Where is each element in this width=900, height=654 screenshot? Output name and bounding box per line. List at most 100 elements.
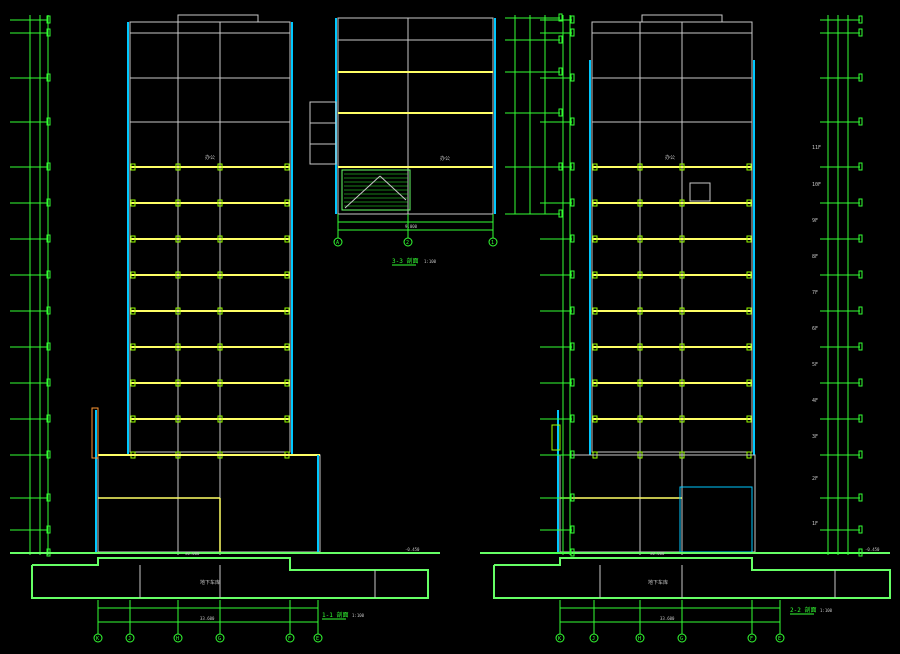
dim-mark — [570, 548, 575, 557]
tower-outline — [129, 21, 291, 453]
slab-node — [175, 199, 181, 207]
slab-node — [746, 163, 752, 171]
slab-node — [746, 379, 752, 387]
slab-node — [637, 343, 643, 351]
dim-mark — [858, 306, 863, 315]
dim-mark — [46, 270, 51, 279]
slab-node — [592, 307, 598, 315]
grid-bubble — [125, 633, 135, 643]
slab-node — [130, 235, 136, 243]
section-title: 1-1 剖面 — [322, 611, 348, 619]
ground-level: ±0.000 — [650, 551, 665, 556]
section-3-outline — [337, 17, 494, 215]
dim-mark — [570, 450, 575, 459]
slab-node — [284, 271, 290, 279]
dim-mark — [858, 162, 863, 171]
slab-node — [284, 235, 290, 243]
dim-mark — [46, 15, 51, 24]
slab-node — [679, 307, 685, 315]
slab-node — [284, 379, 290, 387]
slab-node — [217, 415, 223, 423]
slab-node — [679, 343, 685, 351]
center-elevation-ticks — [540, 15, 575, 557]
slab-node — [679, 163, 685, 171]
tower-outline — [591, 21, 753, 453]
outdoor-level: -0.450 — [865, 547, 880, 552]
slab-node — [217, 199, 223, 207]
basement-outline — [493, 557, 891, 599]
stair-run — [379, 175, 407, 201]
slab-node — [592, 235, 598, 243]
grid-label: K — [558, 636, 561, 642]
room-label: 办公 — [205, 154, 215, 161]
slab-node — [637, 415, 643, 423]
grid-label: E — [778, 636, 781, 642]
slab-node — [175, 235, 181, 243]
dim-mark — [558, 13, 563, 22]
dim-mark — [570, 342, 575, 351]
dim-mark — [46, 162, 51, 171]
dim-mark — [570, 306, 575, 315]
dim-mark — [558, 67, 563, 76]
slab-node — [175, 163, 181, 171]
dim-mark — [858, 342, 863, 351]
section-scale: 1:100 — [424, 259, 437, 264]
slab-node — [217, 163, 223, 171]
slab-node — [746, 307, 752, 315]
slab-node — [284, 343, 290, 351]
dim-mark — [46, 117, 51, 126]
slab-node — [130, 379, 136, 387]
grid-bubble — [589, 633, 599, 643]
grid-label: K — [96, 636, 99, 642]
slab-node — [175, 415, 181, 423]
dim-total: 9.000 — [405, 224, 418, 229]
grid-bubble — [775, 633, 785, 643]
dim-mark — [46, 198, 51, 207]
dim-mark — [570, 493, 575, 502]
dim-mark — [570, 414, 575, 423]
dim-mark — [570, 117, 575, 126]
grid-bubble — [635, 633, 645, 643]
slab-node — [175, 307, 181, 315]
dim-mark — [570, 234, 575, 243]
dim-mark — [570, 378, 575, 387]
roof-parapet — [641, 14, 723, 23]
slab-node — [217, 379, 223, 387]
floor-slabs — [130, 163, 290, 459]
dim-mark — [46, 28, 51, 37]
dim-mark — [858, 548, 863, 557]
grid-label: H — [176, 636, 179, 642]
room-label: 办公 — [665, 154, 675, 161]
section-scale: 1:100 — [352, 613, 365, 618]
slab-node — [284, 415, 290, 423]
dim-mark — [46, 450, 51, 459]
floor-tag: 3F — [812, 434, 818, 440]
dim-total: 33.600 — [200, 616, 215, 621]
slab-node — [592, 271, 598, 279]
dim-mark — [46, 306, 51, 315]
dim-mark — [570, 270, 575, 279]
side-annex — [309, 101, 337, 165]
grid-bubble — [747, 633, 757, 643]
section-scale: 1:100 — [820, 608, 833, 613]
slab-node — [592, 415, 598, 423]
upper-floor-lines — [592, 32, 752, 123]
dim-mark — [46, 414, 51, 423]
slab-node — [284, 199, 290, 207]
floor-tag: 11F — [812, 145, 821, 151]
grid-label: E — [316, 636, 319, 642]
floor-tag: 9F — [812, 218, 818, 224]
window-detail — [689, 182, 711, 202]
section-1-1: 地下车库 办公 ±0.000 -0.450 33.600 1-1 剖面 1:10… — [10, 14, 440, 643]
dim-mark — [570, 198, 575, 207]
grid-label: F — [288, 636, 291, 642]
room-label: 办公 — [440, 155, 450, 162]
center-elevation-dimension-column — [540, 15, 575, 557]
slab-node — [175, 271, 181, 279]
dim-mark — [46, 73, 51, 82]
section-title-1-1: 1-1 剖面 1:100 — [322, 611, 365, 620]
